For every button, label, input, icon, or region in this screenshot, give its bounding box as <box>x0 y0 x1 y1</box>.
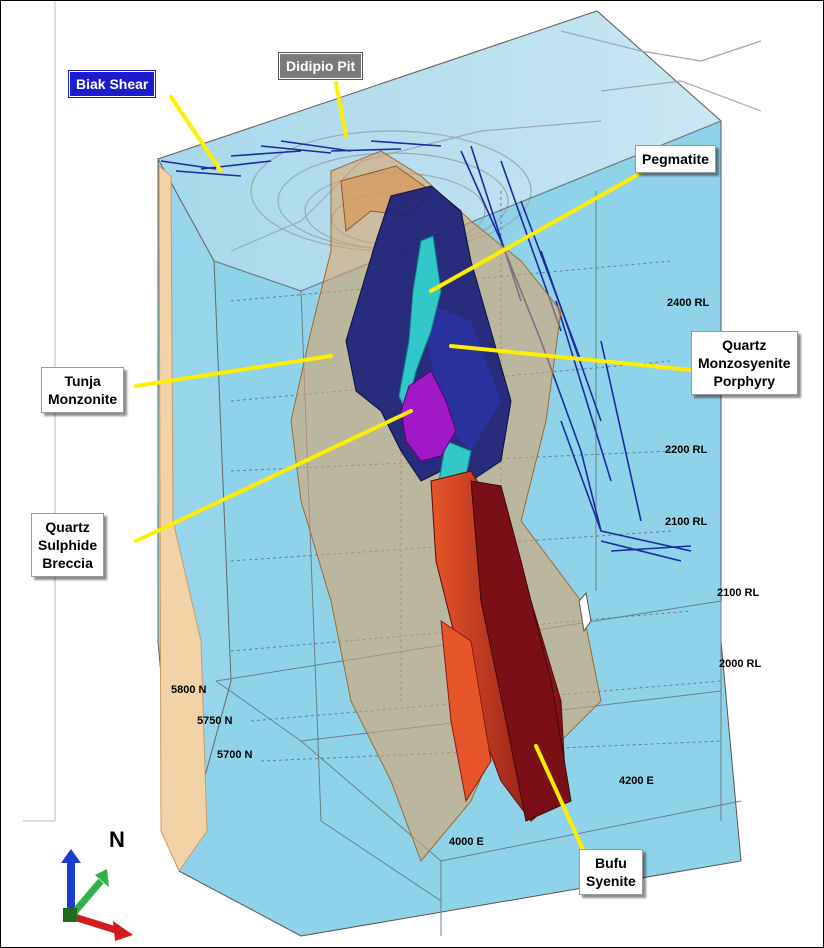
bufu-line-1: Bufu <box>586 854 636 872</box>
label-qsb: Quartz Sulphide Breccia <box>31 513 104 577</box>
northing-5700: 5700 N <box>217 749 252 761</box>
qmp-line-3: Porphyry <box>698 372 791 390</box>
qmp-line-1: Quartz <box>698 336 791 354</box>
axis-gizmo <box>61 849 133 941</box>
label-tunja-monzonite: Tunja Monzonite <box>41 367 124 413</box>
tunja-line-2: Monzonite <box>48 390 117 408</box>
label-qmp: Quartz Monzosyenite Porphyry <box>691 331 798 395</box>
tunja-line-1: Tunja <box>48 372 117 390</box>
elevation-2200: 2200 RL <box>665 444 707 456</box>
north-arrow-label: N <box>109 827 125 853</box>
qmp-line-2: Monzosyenite <box>698 354 791 372</box>
label-pegmatite: Pegmatite <box>635 145 716 173</box>
qsb-line-2: Sulphide <box>38 536 97 554</box>
label-bufu-syenite: Bufu Syenite <box>579 849 643 895</box>
qsb-line-3: Breccia <box>38 554 97 572</box>
elevation-2000: 2000 RL <box>719 658 761 670</box>
qsb-line-1: Quartz <box>38 518 97 536</box>
northing-5750: 5750 N <box>197 715 232 727</box>
northing-5800: 5800 N <box>171 684 206 696</box>
label-biak-shear: Biak Shear <box>69 71 155 97</box>
bufu-line-2: Syenite <box>586 872 636 890</box>
elevation-2100-inner: 2100 RL <box>665 516 707 528</box>
label-didipio-pit: Didipio Pit <box>279 53 362 79</box>
easting-4000: 4000 E <box>449 836 484 848</box>
elevation-2100-outer: 2100 RL <box>717 587 759 599</box>
elevation-2400: 2400 RL <box>667 297 709 309</box>
easting-4200: 4200 E <box>619 775 654 787</box>
